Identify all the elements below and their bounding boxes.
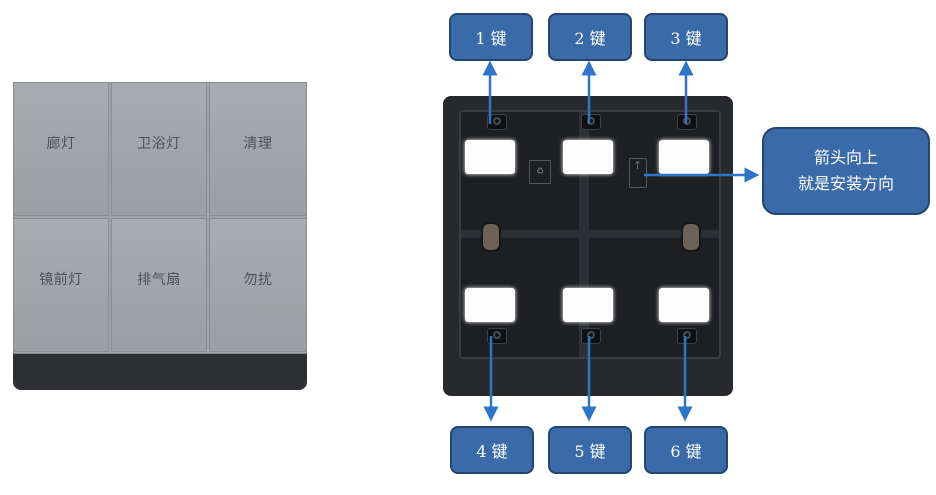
led-window-2 <box>563 140 613 174</box>
callout-key-label: 6 键 <box>670 442 702 461</box>
led-window-3 <box>659 140 709 174</box>
switch-key-label: 勿扰 <box>243 272 273 288</box>
callout-key-1: 1 键 <box>449 13 533 61</box>
screw-bottom-3 <box>677 328 697 344</box>
switch-key-3[interactable]: 清理 <box>209 82 307 216</box>
callout-key-label: 2 键 <box>574 29 606 48</box>
screw-top-2 <box>581 114 601 130</box>
switch-key-4[interactable]: 镜前灯 <box>13 218 109 352</box>
mount-hole-left <box>481 222 501 252</box>
callout-install-direction: 箭头向上 就是安装方向 <box>762 127 930 215</box>
switch-key-label: 清理 <box>243 136 273 152</box>
switch-key-6[interactable]: 勿扰 <box>209 218 307 352</box>
callout-key-6: 6 键 <box>644 426 728 474</box>
switch-key-2[interactable]: 卫浴灯 <box>111 82 207 216</box>
switch-base <box>13 350 307 390</box>
callout-key-label: 4 键 <box>476 442 508 461</box>
led-window-5 <box>563 288 613 322</box>
callout-key-label: 5 键 <box>574 442 606 461</box>
screw-top-1 <box>487 114 507 130</box>
plate-rib <box>461 230 719 238</box>
switch-key-label: 排气扇 <box>137 272 181 288</box>
switch-panel: 廊灯 卫浴灯 清理 镜前灯 排气扇 勿扰 <box>13 82 307 390</box>
plate-rib <box>579 112 589 357</box>
arrow-up-icon <box>629 158 647 188</box>
led-window-1 <box>465 140 515 174</box>
note-line-1: 箭头向上 <box>813 148 878 167</box>
led-window-4 <box>465 288 515 322</box>
switch-key-5[interactable]: 排气扇 <box>111 218 207 352</box>
callout-key-label: 3 键 <box>670 29 702 48</box>
callout-key-4: 4 键 <box>450 426 534 474</box>
callout-key-label: 1 键 <box>475 29 507 48</box>
callout-key-2: 2 键 <box>548 13 632 61</box>
switch-key-label: 卫浴灯 <box>137 136 181 152</box>
switch-key-label: 镜前灯 <box>39 272 83 288</box>
switch-face: 廊灯 卫浴灯 清理 镜前灯 排气扇 勿扰 <box>13 82 307 354</box>
led-window-6 <box>659 288 709 322</box>
callout-key-5: 5 键 <box>548 426 632 474</box>
recycle-icon: ♻ <box>529 160 551 184</box>
switch-key-1[interactable]: 廊灯 <box>13 82 109 216</box>
switch-key-label: 廊灯 <box>46 136 76 152</box>
note-line-2: 就是安装方向 <box>797 174 894 193</box>
mount-hole-right <box>681 222 701 252</box>
screw-bottom-2 <box>581 328 601 344</box>
callout-key-3: 3 键 <box>644 13 728 61</box>
back-plate-inner: ♻ <box>459 110 721 359</box>
